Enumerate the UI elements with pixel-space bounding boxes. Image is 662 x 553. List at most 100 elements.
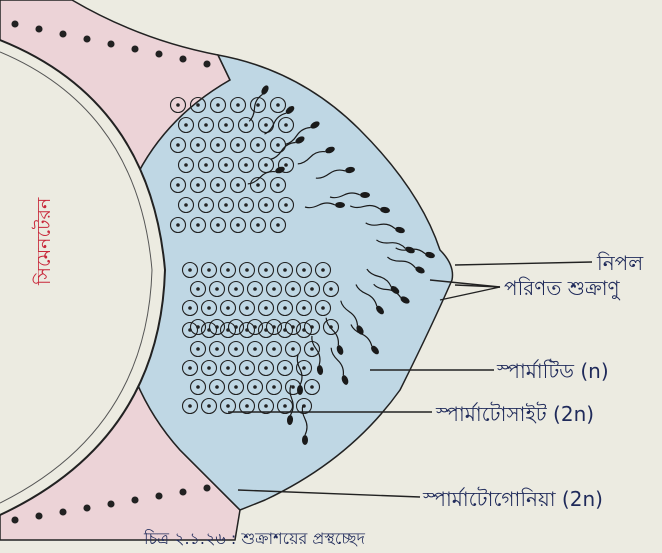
spermatocyte-cell-nucleus: [234, 385, 238, 389]
spermatocyte-cell-nucleus: [176, 223, 180, 227]
wall-cell-nucleus: [181, 490, 185, 494]
nipple-pointer: [455, 262, 592, 265]
spermatocyte-cell-nucleus: [256, 143, 260, 147]
spermatocyte-cell-nucleus: [196, 223, 200, 227]
spermatocyte-cell-nucleus: [264, 306, 268, 310]
spermatocyte-cell-nucleus: [291, 347, 295, 351]
spermatocyte-cell-nucleus: [264, 163, 268, 167]
spermatocyte-cell-nucleus: [321, 306, 325, 310]
spermatocyte-cell-nucleus: [291, 287, 295, 291]
spermatocyte-cell-nucleus: [236, 143, 240, 147]
spermatocyte-cell-nucleus: [188, 328, 192, 332]
spermatocyte-cell-nucleus: [204, 123, 208, 127]
spermatocyte-cell-nucleus: [226, 268, 230, 272]
wall-cell-nucleus: [205, 486, 209, 490]
sperm-pointer-2: [440, 287, 500, 300]
spermatocyte-cell-nucleus: [302, 328, 306, 332]
spermatocyte-cell-nucleus: [284, 203, 288, 207]
spermatocyte-cell-nucleus: [196, 347, 200, 351]
wall-cell-nucleus: [37, 27, 41, 31]
spermatocyte-cell-nucleus: [256, 103, 260, 107]
spermatocyte-cell-nucleus: [216, 143, 220, 147]
spermatocyte-cell-nucleus: [188, 366, 192, 370]
spermatocyte-cell-nucleus: [196, 103, 200, 107]
spermatocyte-cell-nucleus: [226, 404, 230, 408]
spermatocyte-cell-nucleus: [264, 268, 268, 272]
spermatocyte-cell-nucleus: [284, 123, 288, 127]
spermatocyte-cell-nucleus: [264, 328, 268, 332]
spermatocyte-cell-nucleus: [216, 223, 220, 227]
spermatocyte-cell-nucleus: [245, 328, 249, 332]
spermatocyte-cell-nucleus: [196, 183, 200, 187]
spermatocyte-cell-nucleus: [253, 385, 257, 389]
spermatocyte-cell-nucleus: [302, 268, 306, 272]
spermatocyte-cell-nucleus: [176, 103, 180, 107]
spermatocyte-cell-nucleus: [216, 183, 220, 187]
spermatocyte-cell-nucleus: [224, 203, 228, 207]
wall-cell-nucleus: [157, 494, 161, 498]
spermatocyte-cell-nucleus: [264, 123, 268, 127]
spermatocyte-cell-nucleus: [224, 123, 228, 127]
spermatocyte-cell-nucleus: [188, 404, 192, 408]
spermatocyte-cell-nucleus: [256, 183, 260, 187]
mature-sperm-label: পরিণত শুক্রাণু: [504, 274, 620, 307]
spermatocyte-cell-nucleus: [188, 268, 192, 272]
spermatocyte-cell-nucleus: [226, 328, 230, 332]
spermatocyte-cell-nucleus: [253, 347, 257, 351]
wall-cell-nucleus: [181, 57, 185, 61]
wall-cell-nucleus: [13, 518, 17, 522]
spermatocyte-cell-nucleus: [245, 404, 249, 408]
wall-cell-nucleus: [157, 52, 161, 56]
spermatocyte-cell-nucleus: [207, 328, 211, 332]
spermatocyte-cell-nucleus: [196, 287, 200, 291]
spermatocyte-cell-nucleus: [329, 287, 333, 291]
spermatocyte-cell-nucleus: [245, 366, 249, 370]
spermatocyte-cell-nucleus: [310, 287, 314, 291]
wall-cell-nucleus: [109, 42, 113, 46]
spermatocyte-cell-nucleus: [244, 163, 248, 167]
spermatocyte-cell-nucleus: [244, 123, 248, 127]
spermatocyte-cell-nucleus: [310, 347, 314, 351]
spermatid-label: স্পার্মাটিড (n): [497, 357, 609, 390]
spermatocyte-cell-nucleus: [264, 203, 268, 207]
spermatocyte-cell-nucleus: [207, 404, 211, 408]
spermatogonia-label: স্পার্মাটোগোনিয়া (2n): [423, 485, 603, 518]
spermatocyte-cell-nucleus: [204, 163, 208, 167]
spermatocyte-cell-nucleus: [207, 306, 211, 310]
spermatocyte-cell-nucleus: [272, 347, 276, 351]
wall-cell-nucleus: [85, 37, 89, 41]
spermatocyte-cell-nucleus: [184, 123, 188, 127]
spermatocyte-cell-nucleus: [310, 385, 314, 389]
spermatocyte-cell-nucleus: [264, 404, 268, 408]
spermatocyte-cell-nucleus: [215, 347, 219, 351]
spermatocyte-cell-nucleus: [276, 143, 280, 147]
spermatocyte-cell-nucleus: [272, 287, 276, 291]
spermatocyte-label: স্পার্মাটোসাইট (2n): [436, 400, 594, 433]
spermatocyte-cell-nucleus: [226, 366, 230, 370]
spermatocyte-cell-nucleus: [226, 306, 230, 310]
spermatocyte-cell-nucleus: [276, 223, 280, 227]
spermatocyte-cell-nucleus: [184, 203, 188, 207]
spermatocyte-cell-nucleus: [291, 385, 295, 389]
spermatocyte-cell-nucleus: [234, 347, 238, 351]
wall-cell-nucleus: [205, 62, 209, 66]
spermatocyte-cell-nucleus: [224, 163, 228, 167]
spermatocyte-cell-nucleus: [188, 306, 192, 310]
figure-caption: চিত্র ২.১.২৬ : শুক্রাশয়ের প্রস্থচ্ছেদ: [144, 526, 365, 553]
wall-cell-nucleus: [37, 514, 41, 518]
spermatocyte-cell-nucleus: [276, 183, 280, 187]
spermatocyte-cell-nucleus: [283, 306, 287, 310]
wall-cell-nucleus: [13, 22, 17, 26]
spermatocyte-cell-nucleus: [207, 268, 211, 272]
wall-cell-nucleus: [133, 47, 137, 51]
spermatocyte-cell-nucleus: [264, 366, 268, 370]
spermatocyte-cell-nucleus: [283, 328, 287, 332]
spermatocyte-cell-nucleus: [236, 223, 240, 227]
lumen-label: সিমেনটেরন: [30, 198, 62, 285]
spermatocyte-cell-nucleus: [184, 163, 188, 167]
spermatocyte-cell-nucleus: [244, 203, 248, 207]
spermatocyte-cell-nucleus: [302, 366, 306, 370]
wall-cell-nucleus: [61, 510, 65, 514]
spermatocyte-cell-nucleus: [283, 268, 287, 272]
spermatocyte-cell-nucleus: [253, 287, 257, 291]
